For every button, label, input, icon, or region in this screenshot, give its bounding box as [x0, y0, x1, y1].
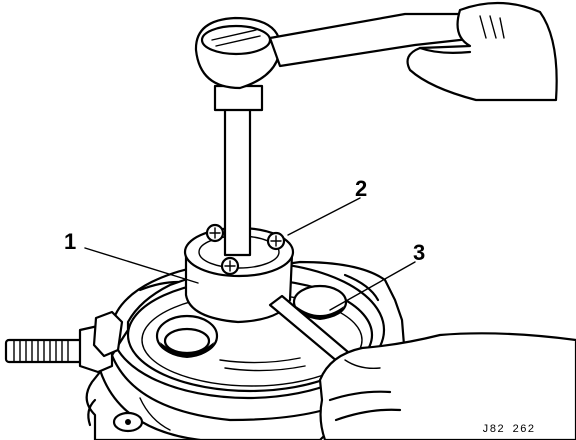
- hand-on-wrench: [406, 1, 558, 102]
- threaded-stud: [4, 310, 124, 374]
- callout-1: 1: [64, 229, 76, 254]
- ratchet-wrench: [194, 12, 486, 257]
- hand-on-lever: [318, 332, 576, 440]
- leader-lines: [84, 197, 416, 311]
- callout-3: 3: [413, 240, 425, 265]
- callout-2: 2: [355, 176, 367, 201]
- housing-openings: [138, 273, 380, 372]
- figure-code: J82 262: [482, 424, 535, 436]
- puller-bolts: [205, 223, 286, 276]
